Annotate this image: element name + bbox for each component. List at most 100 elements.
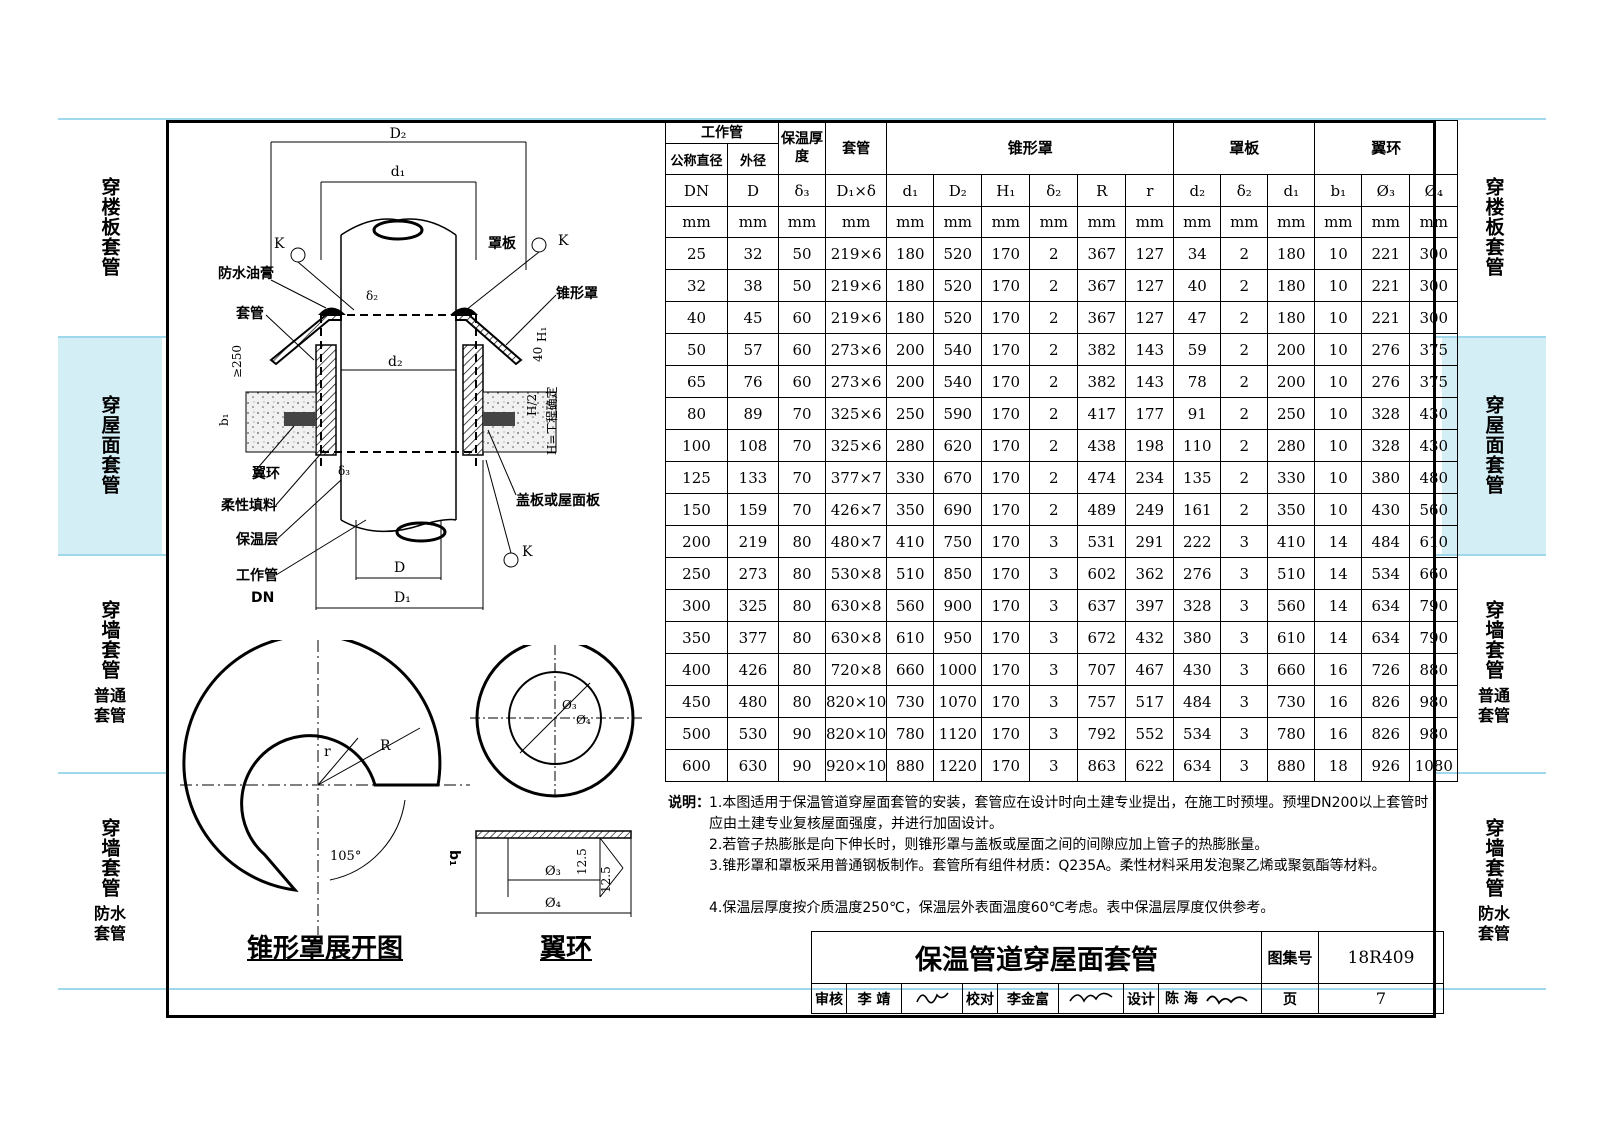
table-cell: 520 xyxy=(933,237,983,270)
page-label: 页 xyxy=(1261,983,1319,1014)
table-cell: 510 xyxy=(886,557,935,590)
table-cell: 10 xyxy=(1314,237,1363,270)
title-block: 保温管道穿屋面套管 图集号 18R409 审核 李 靖 校对 李金富 设计 陈 … xyxy=(811,931,1444,1014)
page-number: 7 xyxy=(1318,983,1444,1014)
table-cell: 170 xyxy=(981,685,1031,718)
unit-cell: mm xyxy=(1267,206,1316,238)
table-cell: 750 xyxy=(933,525,983,558)
table-cell: 34 xyxy=(1173,237,1222,270)
table-cell: 170 xyxy=(981,749,1031,782)
tab-floor-sleeve[interactable]: 穿楼板套管 xyxy=(1482,177,1505,277)
table-cell: 170 xyxy=(981,397,1031,430)
table-cell: 634 xyxy=(1361,621,1411,654)
table-cell: 350 xyxy=(665,621,728,654)
checker-signature xyxy=(1058,983,1124,1014)
tab-wall-sleeve-normal[interactable]: 穿墙套管普通套管 xyxy=(1477,600,1510,725)
table-cell: 600 xyxy=(665,749,728,782)
dim-b1: b₁ xyxy=(217,414,231,427)
table-cell: 222 xyxy=(1173,525,1222,558)
tab-roof-sleeve[interactable]: 穿屋面套管 xyxy=(58,336,162,554)
tab-wall-sleeve-waterproof[interactable]: 穿墙套管防水套管 xyxy=(93,818,126,943)
table-cell: 1220 xyxy=(933,749,983,782)
table-cell: 108 xyxy=(727,429,779,462)
tab-roof-sleeve[interactable]: 穿屋面套管 xyxy=(1442,336,1546,554)
table-cell: 2 xyxy=(1029,333,1079,366)
table-cell: 198 xyxy=(1125,429,1175,462)
left-sidebar: 穿楼板套管 穿屋面套管 穿墙套管普通套管 穿墙套管防水套管 xyxy=(58,118,162,990)
table-cell: 40 xyxy=(665,301,728,334)
table-cell: 484 xyxy=(1173,685,1222,718)
tab-wall-sleeve-normal[interactable]: 穿墙套管普通套管 xyxy=(93,600,126,725)
note-item: 2.若管子热膨胀是向下伸长时，则锥形罩与盖板或屋面之间的间隙应加上管子的热膨胀量… xyxy=(709,837,1269,853)
column-header: D₂ xyxy=(933,174,983,207)
dim-D: D xyxy=(394,560,405,576)
table-cell: 14 xyxy=(1314,525,1363,558)
table-cell: 50 xyxy=(778,237,826,270)
table-cell: 14 xyxy=(1314,557,1363,590)
table-cell: 3 xyxy=(1029,525,1079,558)
table-cell: 467 xyxy=(1125,653,1175,686)
table-cell: 47 xyxy=(1173,301,1222,334)
table-cell: 362 xyxy=(1125,557,1175,590)
table-cell: 560 xyxy=(1409,493,1459,526)
table-cell: 820×10 xyxy=(824,685,888,718)
table-cell: 500 xyxy=(665,717,728,750)
table-cell: 159 xyxy=(727,493,779,526)
table-cell: 133 xyxy=(727,461,779,494)
table-cell: 382 xyxy=(1077,365,1127,398)
table-cell: 300 xyxy=(1409,269,1459,302)
table-cell: 792 xyxy=(1077,717,1127,750)
table-cell: 726 xyxy=(1361,653,1411,686)
table-cell: 634 xyxy=(1361,589,1411,622)
table-cell: 484 xyxy=(1361,525,1411,558)
unit-cell: mm xyxy=(933,206,983,238)
check-label: 校对 xyxy=(962,983,998,1014)
table-cell: 250 xyxy=(886,397,935,430)
table-cell: 480 xyxy=(1409,461,1459,494)
table-cell: 480 xyxy=(727,685,779,718)
section-drawing: D₂ d₁ d₂ D D₁ K K K xyxy=(217,126,601,610)
table-cell: 10 xyxy=(1314,365,1363,398)
table-cell: 610 xyxy=(886,621,935,654)
table-cell: 250 xyxy=(665,557,728,590)
table-cell: 234 xyxy=(1125,461,1175,494)
table-cell: 367 xyxy=(1077,237,1127,270)
caption-wing-ring: 翼环 xyxy=(540,934,593,964)
dim-d2: d₂ xyxy=(388,354,403,370)
divider xyxy=(1436,554,1546,556)
table-cell: 980 xyxy=(1409,685,1459,718)
design-label: 设计 xyxy=(1123,983,1159,1014)
table-cell: 50 xyxy=(778,269,826,302)
dim-phi4: Ø₄ xyxy=(576,713,591,727)
table-cell: 16 xyxy=(1314,653,1363,686)
table-cell: 530×8 xyxy=(824,557,888,590)
label-wing-ring: 翼环 xyxy=(251,466,280,482)
table-cell: 863 xyxy=(1077,749,1127,782)
table-cell: 880 xyxy=(886,749,935,782)
table-cell: 80 xyxy=(778,557,826,590)
tab-floor-sleeve[interactable]: 穿楼板套管 xyxy=(98,177,121,277)
table-cell: 219×6 xyxy=(824,237,888,270)
right-sidebar: 穿楼板套管 穿屋面套管 穿墙套管普通套管 穿墙套管防水套管 xyxy=(1442,118,1546,990)
table-cell: 143 xyxy=(1125,333,1175,366)
section-mark-k: K xyxy=(558,233,569,249)
table-cell: 438 xyxy=(1077,429,1127,462)
drawing-title: 保温管道穿屋面套管 xyxy=(811,931,1262,984)
table-cell: 180 xyxy=(1267,269,1316,302)
unit-cell: mm xyxy=(886,206,935,238)
table-cell: 276 xyxy=(1361,333,1411,366)
table-cell: 630×8 xyxy=(824,621,888,654)
unit-cell: mm xyxy=(1314,206,1363,238)
column-header: H₁ xyxy=(981,174,1031,207)
table-cell: 590 xyxy=(933,397,983,430)
table-cell: 135 xyxy=(1173,461,1222,494)
tab-wall-sleeve-waterproof[interactable]: 穿墙套管防水套管 xyxy=(1477,818,1510,943)
table-cell: 170 xyxy=(981,525,1031,558)
table-cell: 3 xyxy=(1220,653,1269,686)
table-cell: 16 xyxy=(1314,717,1363,750)
table-cell: 177 xyxy=(1125,397,1175,430)
